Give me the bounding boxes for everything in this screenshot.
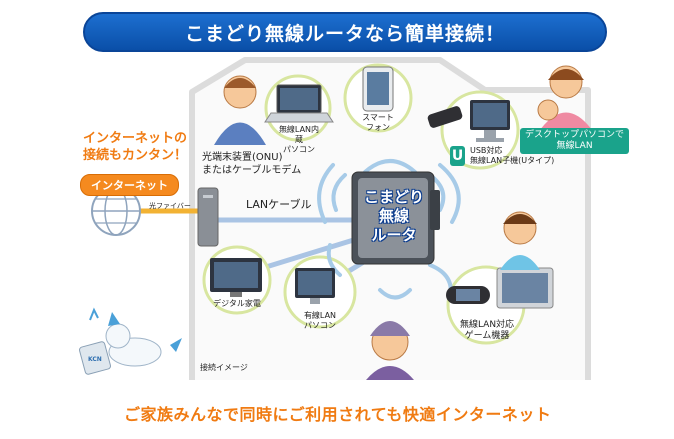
mother-baby-avatar bbox=[537, 65, 592, 130]
usb-label: USB対応 無線LAN子機(Uタイプ) bbox=[470, 146, 555, 165]
tv-label: デジタル家電 bbox=[213, 299, 261, 308]
internet-callout: インターネットの 接続もカンタン！ bbox=[82, 131, 187, 163]
usb-dongle-icon bbox=[427, 106, 463, 128]
u-type-badge: U bbox=[450, 146, 465, 166]
router-label: こまどり 無線 ルータ bbox=[363, 188, 424, 244]
desktop-icon bbox=[470, 100, 510, 142]
page-title-banner: こまどり無線ルータなら簡単接続！ bbox=[83, 12, 607, 52]
lan-cable-label: LANケーブル bbox=[246, 198, 312, 211]
game-label: 無線LAN対応 ゲーム機器 bbox=[459, 320, 515, 341]
laptop-label: 無線LAN内蔵 パソコン bbox=[278, 125, 320, 154]
grandmother-avatar bbox=[366, 321, 414, 380]
man-avatar bbox=[214, 75, 266, 145]
wired-pc-label: 有線LAN パソコン bbox=[303, 311, 337, 330]
footer-tagline: ご家族みんなで同時にご利用されても快適インターネット bbox=[124, 405, 552, 424]
desktop-wireless-badge: デスクトップパソコンで 無線LAN bbox=[520, 128, 630, 154]
smartphone-label: スマート フォン bbox=[362, 113, 394, 132]
mascot-text: KCN bbox=[88, 356, 102, 363]
game-console-icon bbox=[446, 267, 554, 309]
onu-device bbox=[197, 187, 219, 247]
tv-icon bbox=[210, 258, 262, 297]
caption-label: 接続イメージ bbox=[200, 363, 248, 372]
wired-pc-icon bbox=[295, 268, 335, 304]
onu-label: 光端末装置(ONU) またはケーブルモデム bbox=[202, 152, 302, 176]
router-device bbox=[351, 171, 440, 265]
laptop-icon bbox=[264, 84, 334, 123]
boy-avatar bbox=[500, 211, 540, 270]
internet-pill: インターネット bbox=[80, 174, 179, 196]
smartphone-icon bbox=[362, 66, 394, 112]
fiber-label: 光ファイバー bbox=[149, 202, 191, 210]
mascot-dog-icon bbox=[78, 307, 182, 375]
